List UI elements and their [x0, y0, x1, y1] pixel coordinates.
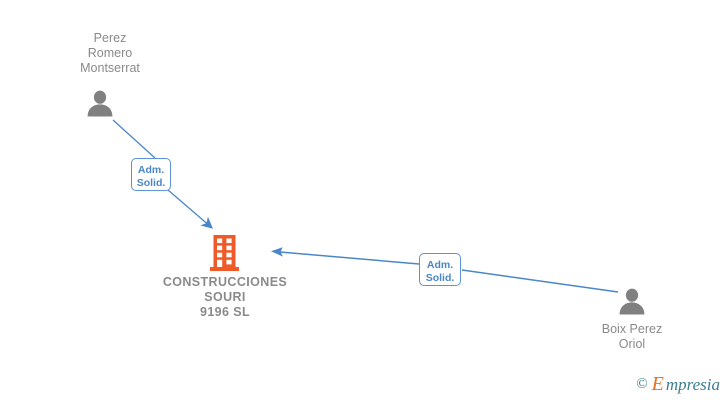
- person-icon[interactable]: [86, 90, 114, 117]
- node-label-construcciones-souri: CONSTRUCCIONES SOURI 9196 SL: [162, 275, 288, 319]
- edge-segment-perez-lower: [167, 189, 213, 229]
- arrowhead-boix-left: [271, 247, 283, 257]
- edge-segment-boix-right: [461, 269, 619, 293]
- empresia-watermark: © E mpresia: [636, 374, 720, 394]
- edge-segment-perez-upper: [112, 119, 156, 159]
- copyright-icon: ©: [636, 375, 648, 392]
- building-icon[interactable]: [210, 234, 239, 272]
- relation-label-perez-adm-solid[interactable]: Adm. Solid.: [131, 158, 171, 191]
- brand-name: mpresia: [665, 374, 720, 394]
- person-icon[interactable]: [618, 288, 646, 315]
- brand-initial: E: [651, 373, 664, 395]
- edge-segment-boix-left: [279, 251, 420, 265]
- relation-label-boix-adm-solid[interactable]: Adm. Solid.: [419, 253, 461, 286]
- node-label-perez-romero-montserrat: Perez Romero Montserrat: [80, 31, 140, 75]
- node-label-boix-perez-oriol: Boix Perez Oriol: [601, 322, 663, 351]
